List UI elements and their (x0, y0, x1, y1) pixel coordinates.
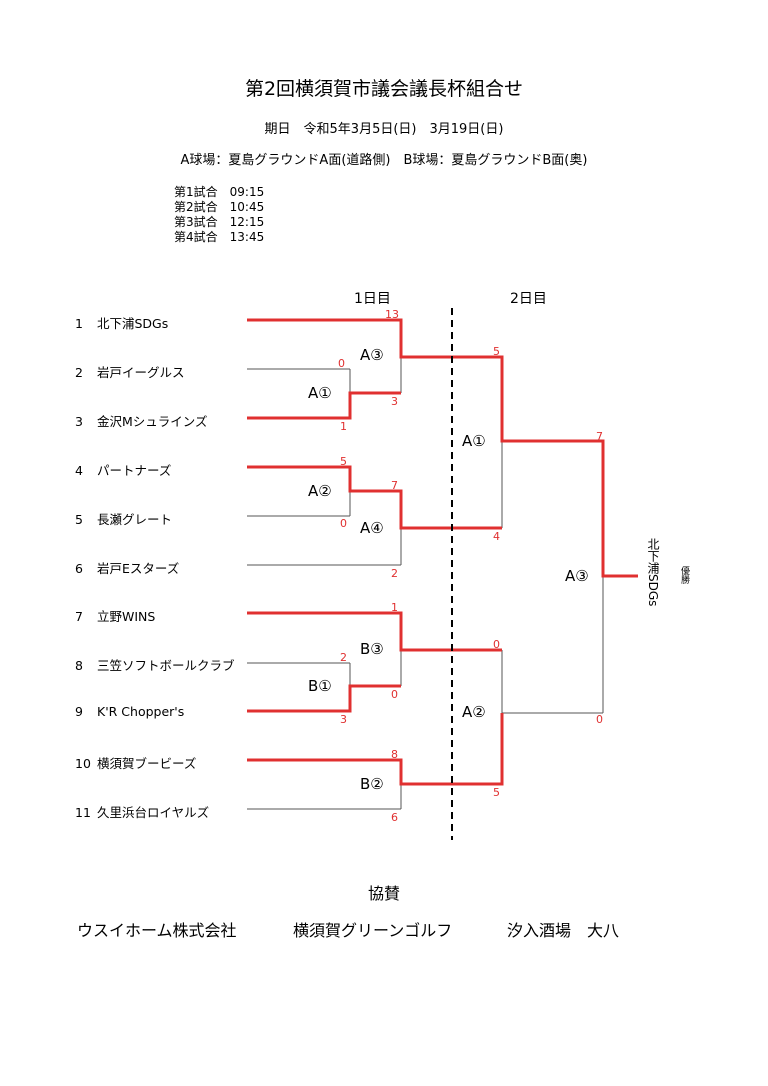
score: 0 (391, 688, 398, 701)
game-label-a1-r2: A① (462, 432, 486, 450)
score: 1 (391, 601, 398, 614)
team-name: 横須賀ブービーズ (97, 756, 197, 771)
score: 2 (391, 567, 398, 580)
team-name: 岩戸イーグルス (97, 365, 185, 380)
team-name: 長瀬グレート (97, 512, 173, 527)
game-label-a3-r1: A③ (360, 346, 384, 364)
team-entry: 10 横須賀ブービーズ (75, 753, 196, 772)
team-name: K'R Chopper's (97, 704, 185, 719)
team-number: 5 (75, 512, 83, 527)
win-line-team10 (247, 713, 504, 786)
team-name: 久里浜台ロイヤルズ (97, 805, 210, 820)
sponsor-name: ウスイホーム株式会社 (77, 921, 237, 940)
score: 7 (391, 479, 398, 492)
team-name: 岩戸Eスターズ (97, 561, 180, 576)
win-line-team9 (247, 684, 401, 713)
score: 5 (493, 345, 500, 358)
schedule-game-2: 第2試合 10:45 (174, 200, 265, 214)
team-number: 1 (75, 316, 83, 331)
score: 7 (596, 430, 603, 443)
team-number: 4 (75, 463, 83, 478)
team-entry: 3 金沢Mシュラインズ (75, 411, 208, 430)
venue-info: A球場：夏島グラウンドA面(道路側) B球場：夏島グラウンドB面(奥) (180, 153, 588, 168)
team-entry: 2 岩戸イーグルス (75, 362, 185, 381)
score: 4 (493, 530, 500, 543)
team-number: 11 (75, 805, 91, 820)
score: 6 (391, 811, 398, 824)
schedule-game-4: 第4試合 13:45 (174, 230, 265, 244)
page-title: 第2回横須賀市議会議長杯組合せ (244, 78, 524, 100)
team-number: 3 (75, 414, 83, 429)
event-dates: 期日 令和5年3月5日(日) 3月19日(日) (264, 122, 504, 137)
winner-path (247, 318, 638, 578)
sponsor-name: 横須賀グリーンゴルフ (293, 921, 453, 940)
game-label-b2-r1: B② (360, 775, 384, 793)
score: 0 (338, 357, 345, 370)
score: 3 (391, 395, 398, 408)
team-name: 立野WINS (97, 609, 156, 624)
win-line-team3 (247, 391, 401, 420)
team-entry: 11 久里浜台ロイヤルズ (75, 802, 209, 821)
sponsor-heading: 協賛 (367, 884, 400, 903)
score: 2 (340, 651, 347, 664)
score: 0 (493, 638, 500, 651)
score: 0 (596, 713, 603, 726)
game-label-b1-r1: B① (308, 677, 332, 695)
team-name: 金沢Mシュラインズ (97, 414, 208, 429)
day1-header: 1日目 (354, 291, 391, 307)
champion-name: 北下浦SDGs (646, 538, 660, 607)
schedule-game-1: 第1試合 09:15 (174, 185, 265, 199)
day2-header: 2日目 (510, 291, 547, 307)
team-name: 北下浦SDGs (97, 316, 169, 331)
team-entry: 4 パートナーズ (75, 460, 171, 479)
champion-label: 優勝 (679, 566, 689, 584)
team-number: 8 (75, 658, 83, 673)
team-entry: 5 長瀬グレート (75, 509, 172, 528)
team-number: 10 (75, 756, 91, 771)
team-number: 6 (75, 561, 83, 576)
team-entry: 6 岩戸Eスターズ (75, 558, 179, 577)
game-label-a1-r1: A① (308, 384, 332, 402)
team-number: 2 (75, 365, 83, 380)
team-entry: 1 北下浦SDGs (75, 313, 168, 332)
game-label-a2-r2: A② (462, 703, 486, 721)
game-label-a4-r1: A④ (360, 519, 384, 537)
score: 3 (340, 713, 347, 726)
team-name: 三笠ソフトボールクラブ (97, 658, 235, 673)
score: 5 (493, 786, 500, 799)
score: 5 (340, 455, 347, 468)
team-entry: 8 三笠ソフトボールクラブ (75, 655, 235, 674)
score: 13 (385, 308, 399, 321)
game-label-final: A③ (565, 567, 589, 585)
team-number: 9 (75, 704, 83, 719)
team-entry: 9 K'R Chopper's (75, 704, 184, 719)
game-label-a2-r1: A② (308, 482, 332, 500)
score: 1 (340, 420, 347, 433)
score: 8 (391, 748, 398, 761)
sponsor-name: 汐入酒場 大八 (507, 921, 620, 940)
team-entry: 7 立野WINS (75, 606, 155, 625)
team-number: 7 (75, 609, 83, 624)
schedule-game-3: 第3試合 12:15 (174, 215, 265, 229)
team-name: パートナーズ (97, 463, 172, 478)
game-label-b3-r1: B③ (360, 640, 384, 658)
win-line-team4 (247, 465, 502, 530)
score: 0 (340, 517, 347, 530)
